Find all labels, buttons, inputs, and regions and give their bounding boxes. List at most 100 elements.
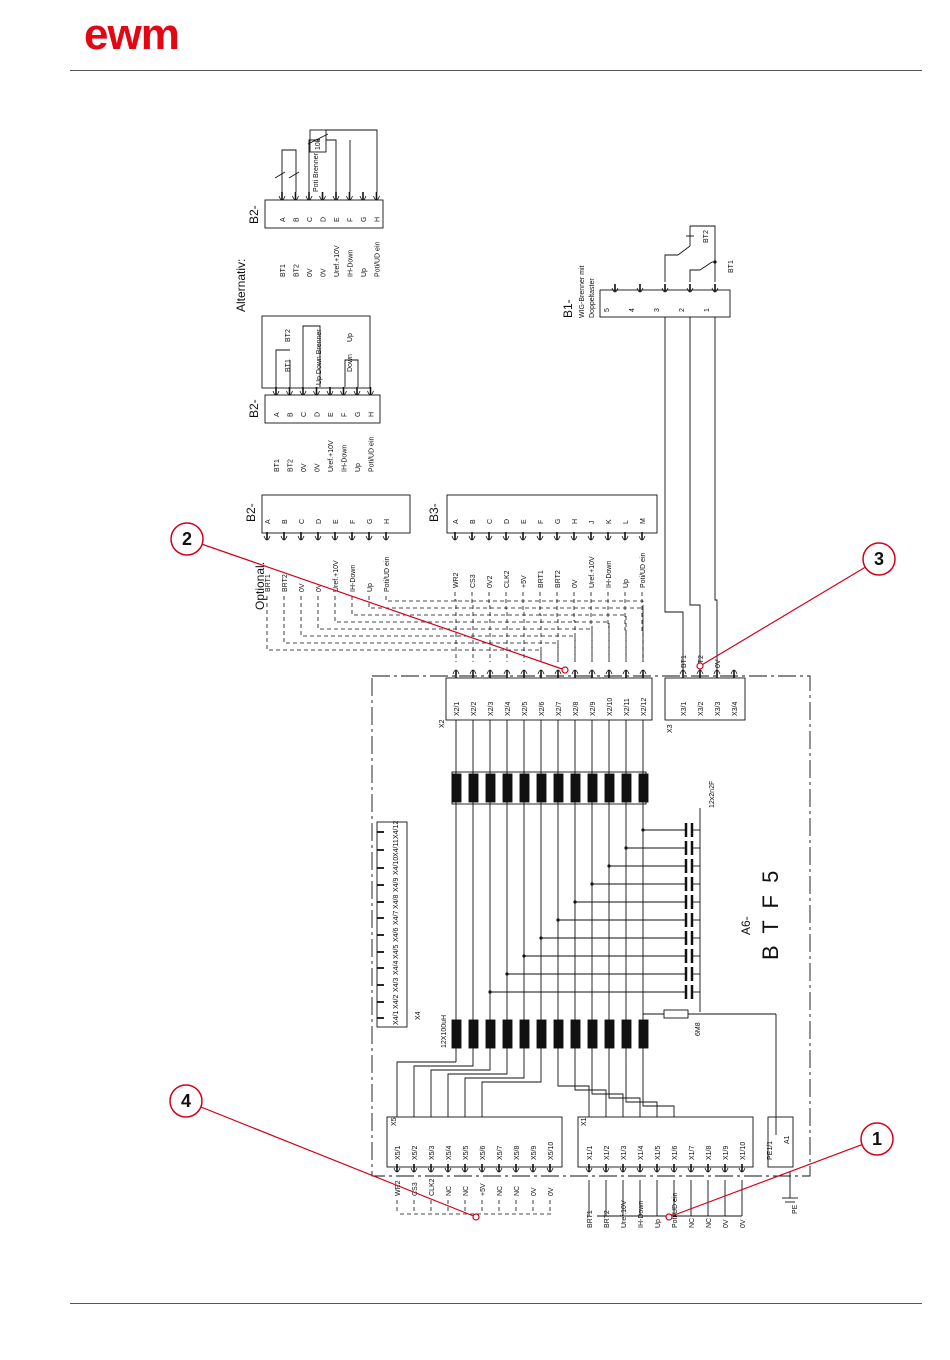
- header-rule: [70, 70, 922, 71]
- inductor-top: [502, 773, 513, 803]
- capacitor-label: 12x2n2F: [709, 781, 716, 808]
- b2poti-pin-letter: F: [348, 218, 355, 222]
- inductor-bottom: [570, 1019, 581, 1049]
- x3-pin-label: X3/1: [681, 701, 688, 716]
- x4-pin-label: X4/8: [393, 894, 400, 909]
- x5-pin-label: X5/2: [412, 1145, 419, 1160]
- x4-pin-label: X4/7: [393, 910, 400, 925]
- optional-wire-b3: [556, 592, 559, 662]
- optional-wire-b2: [385, 596, 644, 662]
- x2-pin-label: X2/7: [556, 701, 563, 716]
- optional-wire-b3: [590, 592, 593, 662]
- b2poti-pin-letter: C: [307, 217, 314, 222]
- b2-poti-label: B2-: [247, 205, 261, 224]
- b2alt-signal-label: 0V: [301, 463, 308, 472]
- b3-signal-label: WR2: [453, 572, 460, 588]
- x4-pin-label: X4/4: [393, 960, 400, 975]
- x5-signal-label: NC: [463, 1186, 470, 1196]
- b3-signal-label: Uref.+10V: [589, 556, 596, 588]
- optional-wire-b3: [505, 592, 508, 662]
- poti-brenner-label: Poti Brenner: [313, 152, 320, 192]
- poti-arrow: [307, 133, 329, 145]
- callout-leader: [185, 1100, 477, 1218]
- b3-signal-label: CS3: [470, 574, 477, 588]
- x4-pin-label: X4/5: [393, 944, 400, 959]
- x2-pin-label: X2/11: [624, 698, 631, 716]
- wire: [591, 1062, 624, 1117]
- b2poti-signal-label: Uref.+10V: [334, 245, 341, 277]
- b2alt-pin-letter: G: [355, 412, 362, 417]
- optional-wire-b2: [334, 596, 610, 662]
- x4-pin-label: X4/11: [393, 839, 400, 857]
- x2-pin-label: X2/2: [471, 701, 478, 716]
- b2poti-signal-label: IH-Down: [348, 250, 355, 277]
- b1-pin-label: 1: [704, 308, 711, 312]
- connector-x5: [386, 1116, 563, 1168]
- callout-circle: [169, 1084, 203, 1118]
- b2alt-pin-letter: D: [315, 412, 322, 417]
- wire: [608, 1062, 641, 1117]
- wire: [464, 1062, 525, 1117]
- pot-value-label: 10k: [315, 138, 322, 150]
- callout-number: 4: [181, 1091, 191, 1111]
- x4-pin-label: X4/9: [393, 877, 400, 892]
- callout-target: [665, 1213, 673, 1221]
- b2-pin-letter: H: [384, 519, 391, 524]
- x3-pin-label: X3/3: [715, 701, 722, 716]
- wire: [690, 225, 716, 262]
- callout-circle: [862, 542, 896, 576]
- x4-pin-label: X4/12: [393, 821, 400, 839]
- x5-signal-label: NC: [497, 1186, 504, 1196]
- b2-pin-letter: D: [316, 519, 323, 524]
- inductor-bottom: [587, 1019, 598, 1049]
- sw-bt2-label: BT2: [285, 329, 292, 342]
- components: [263, 192, 746, 1173]
- x1-pin-label: X1/8: [706, 1145, 713, 1160]
- b2-pin-letter: F: [350, 520, 357, 524]
- b3-signal-label: 0V: [572, 579, 579, 588]
- x5-pin-label: X5/3: [429, 1145, 436, 1160]
- b2alt-signal-label: Poti/UD ein: [369, 436, 376, 472]
- b3-pin-letter: G: [555, 519, 562, 524]
- optional-wire-b3: [624, 592, 627, 662]
- x2-pin-label: X2/1: [454, 701, 461, 716]
- cap-junction: [539, 936, 543, 940]
- b1-label: B1-: [561, 299, 575, 318]
- b2alt-signal-label: Up: [355, 463, 362, 472]
- optional-wire-b2: [317, 596, 593, 662]
- inductor-top: [468, 773, 479, 803]
- b2alt-pin-letter: A: [274, 412, 281, 417]
- b2poti-signal-label: Poti/UD ein: [375, 241, 382, 277]
- b2-pin-letter: E: [333, 519, 340, 524]
- x2-pin-label: X2/6: [539, 701, 546, 716]
- x5-pin-label: X5/7: [497, 1145, 504, 1160]
- b1-pin-label: 2: [679, 308, 686, 312]
- x2-label: X2: [439, 719, 446, 728]
- b2alt-pin-letter: B: [288, 412, 295, 417]
- wire: [664, 317, 684, 670]
- x5-pin-label: X5/8: [514, 1145, 521, 1160]
- connector-b3: [446, 494, 658, 534]
- x2-pin-label: X2/5: [522, 701, 529, 716]
- x5-label: X5: [391, 1117, 398, 1126]
- connector-b2-optional: [261, 494, 411, 534]
- wire: [574, 1062, 607, 1117]
- inductor-label: 12X100uH: [441, 1015, 448, 1048]
- b2poti-signal-label: 0V: [307, 268, 314, 277]
- x1-signal-label: Up: [655, 1219, 662, 1228]
- x2-pin-label: X2/9: [590, 701, 597, 716]
- b3-signal-label: BRT1: [538, 570, 545, 588]
- cap-junction: [590, 882, 594, 886]
- b3-label: B3-: [427, 503, 441, 522]
- potentiometer-symbol: [309, 129, 327, 153]
- a1-label: A1: [784, 1135, 791, 1144]
- x1-signal-label: 0V: [723, 1219, 730, 1228]
- board-a6-outline: [371, 675, 811, 1177]
- wire: [642, 1062, 675, 1117]
- x1-pin-label: X1/3: [621, 1145, 628, 1160]
- inductor-top: [519, 773, 530, 803]
- optional-wire-b2: [300, 596, 576, 662]
- b2poti-signal-label: Up: [361, 268, 368, 277]
- pe-label: PE: [792, 1204, 799, 1214]
